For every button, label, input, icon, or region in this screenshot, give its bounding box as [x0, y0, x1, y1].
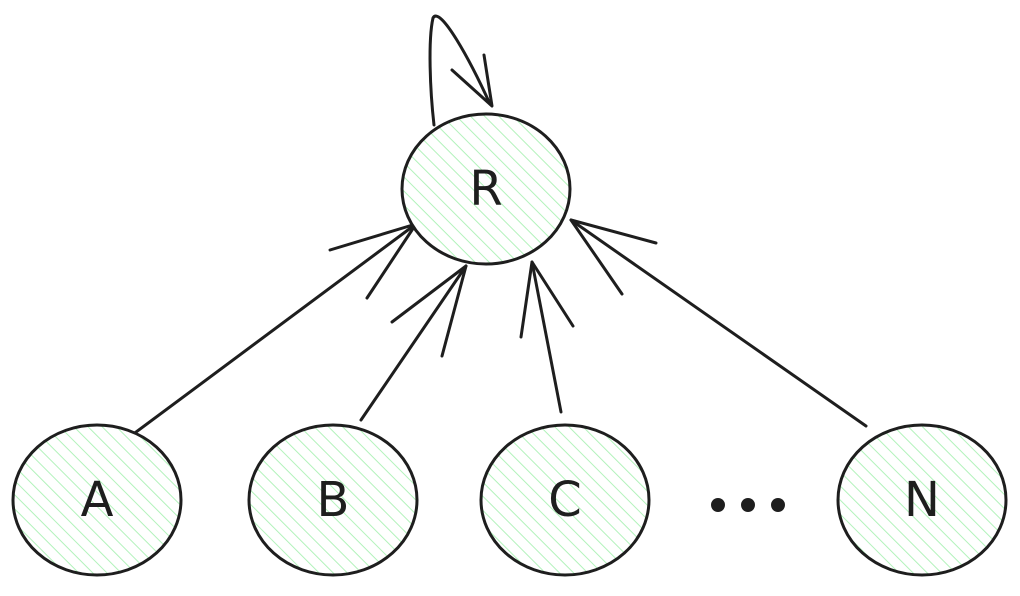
node-c-label: C [548, 472, 582, 528]
node-c-ellipse [479, 423, 651, 577]
edge-a-to-r [118, 222, 418, 446]
edge-b-to-r [359, 264, 468, 422]
node-r-label: R [469, 161, 502, 217]
node-b: B [247, 423, 419, 577]
node-n: N [836, 423, 1008, 577]
node-a-ellipse [11, 423, 183, 577]
node-r: R [400, 112, 572, 266]
edge-c-to-r [519, 260, 575, 414]
node-b-ellipse [247, 423, 419, 577]
node-a: A [11, 423, 183, 577]
node-n-ellipse [836, 423, 1008, 577]
node-n-label: N [904, 472, 940, 528]
node-a-label: A [81, 472, 114, 528]
node-r-ellipse [400, 112, 572, 266]
edge-self-loop-r [428, 14, 494, 127]
ellipsis-icon [711, 498, 785, 512]
node-c: C [479, 423, 651, 577]
edge-n-to-r [569, 218, 868, 428]
node-b-label: B [317, 472, 350, 528]
